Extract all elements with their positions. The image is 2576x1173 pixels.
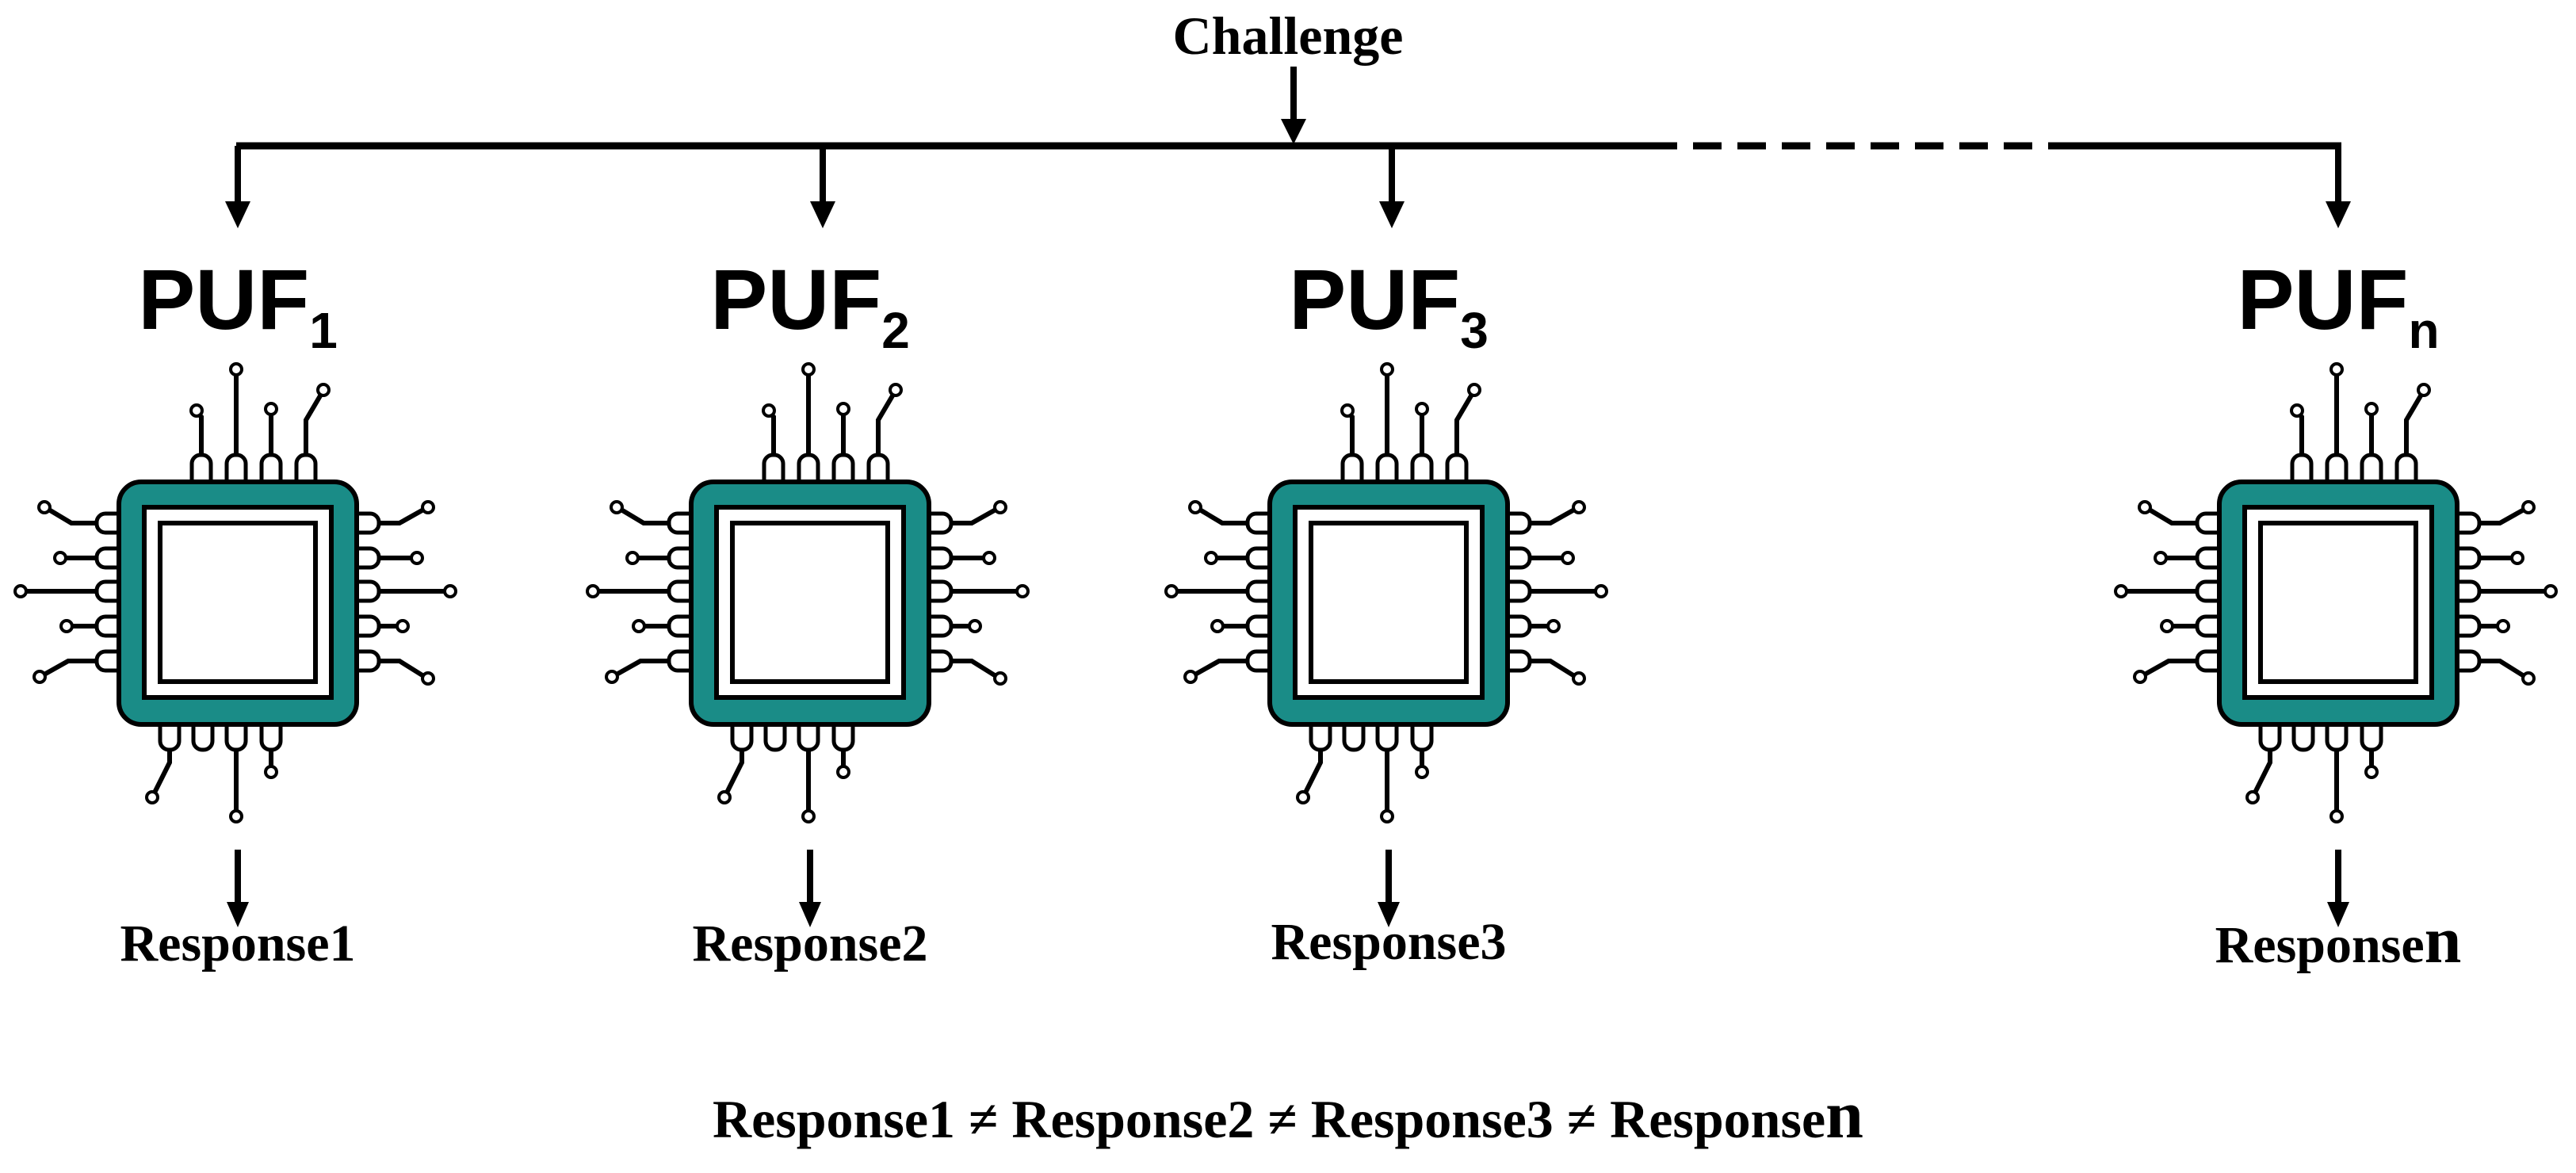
chip-lead-ends bbox=[2114, 362, 2558, 823]
chip-lead-ends bbox=[586, 362, 1030, 823]
puf-unit-3: PUF3 Response3 bbox=[1164, 251, 1608, 971]
puf-title-2: PUF2 bbox=[710, 251, 910, 359]
response-label-1: Response1 bbox=[120, 915, 355, 972]
chip-icon bbox=[1164, 362, 1608, 823]
response-label-n: Responsen bbox=[2215, 904, 2462, 977]
response-label-2: Response2 bbox=[692, 915, 927, 972]
puf-unit-2: PUF2 Response2 bbox=[586, 251, 1030, 972]
puf-unit-n: PUFn Responsen bbox=[2114, 251, 2558, 977]
branch-arrow-3 bbox=[1379, 146, 1405, 228]
branch-arrow-n bbox=[2326, 146, 2351, 228]
chip-icon bbox=[13, 362, 457, 823]
puf-title-n: PUFn bbox=[2237, 251, 2439, 359]
chip-icon bbox=[586, 362, 1030, 823]
branch-arrow-2 bbox=[810, 146, 835, 228]
puf-unit-1: PUF1 Response1 bbox=[13, 251, 457, 972]
challenge-label: Challenge bbox=[1173, 6, 1404, 66]
chip-die-inner bbox=[158, 521, 318, 684]
response-label-3: Response3 bbox=[1271, 913, 1506, 971]
chip-icon bbox=[2114, 362, 2558, 823]
challenge-arrow bbox=[1281, 67, 1306, 144]
chip-die-inner bbox=[730, 521, 890, 684]
chip-die-inner bbox=[1309, 521, 1469, 684]
chip-die-inner bbox=[2258, 521, 2418, 684]
chip-pins bbox=[667, 453, 954, 752]
chip-lead-ends bbox=[13, 362, 457, 823]
inequality-statement: Response1 ≠ Response2 ≠ Response3 ≠ Resp… bbox=[713, 1076, 1863, 1152]
puf-title-3: PUF3 bbox=[1289, 251, 1489, 359]
puf-title-1: PUF1 bbox=[138, 251, 338, 359]
chip-lead-ends bbox=[1164, 362, 1608, 823]
branch-arrow-1 bbox=[225, 146, 250, 228]
